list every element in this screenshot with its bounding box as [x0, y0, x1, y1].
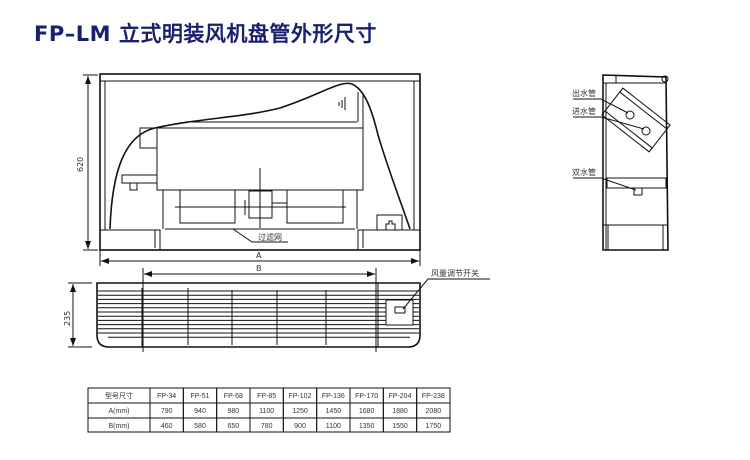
table-cell: A(mm)	[109, 408, 130, 415]
table-cell: 1880	[392, 408, 408, 415]
dimension-a-label: A	[256, 251, 262, 260]
table-header-cell: FP-170	[355, 393, 378, 400]
filter-label: 过滤网	[258, 232, 282, 242]
table-cell: 790	[161, 408, 173, 415]
front-view: 过滤网	[99, 73, 421, 251]
table-cell: 1550	[392, 423, 408, 430]
table-header-cell: 型号尺寸	[105, 391, 133, 400]
table-cell: 1680	[359, 408, 375, 415]
page-title: FP–LM 立式明装风机盘管外形尺寸	[34, 22, 377, 46]
dimension-lines: 620 A B 235	[63, 74, 421, 352]
air-volume-switch-label: 风量调节开关	[431, 268, 479, 278]
dimension-table: 型号尺寸 FP-34 FP-51 FP-68 FP-85 FP-102 FP-136 FP-1…	[87, 387, 451, 433]
table-cell: 650	[227, 423, 239, 430]
bottom-view: 风量调节开关	[96, 268, 490, 348]
table-cell: 1100	[259, 408, 274, 415]
table-cell: 780	[261, 423, 273, 430]
table-cell: 460	[161, 423, 173, 430]
table-header-cell: FP-85	[257, 393, 276, 400]
table-cell: 1450	[326, 408, 342, 415]
outlet-pipe-label: 出水管	[572, 88, 596, 98]
inlet-pipe-label: 进水管	[572, 106, 596, 116]
table-cell: 940	[194, 408, 206, 415]
table-cell: 2080	[426, 408, 442, 415]
table-cell: 580	[194, 423, 206, 430]
table-cell: 900	[294, 423, 306, 430]
table-header-cell: FP-102	[289, 393, 312, 400]
table-header-cell: FP-51	[190, 393, 209, 400]
table-header-cell: FP-34	[157, 393, 176, 400]
table-cell: 1750	[426, 423, 442, 430]
table-cell: 1250	[292, 408, 308, 415]
drain-pipe-label: 双水管	[572, 167, 596, 177]
table-cell: 1100	[326, 423, 341, 430]
table-header-cell: FP-136	[322, 393, 345, 400]
side-view: 出水管 进水管 双水管	[572, 74, 671, 251]
table-header-cell: FP-238	[422, 393, 445, 400]
table-header-cell: FP-68	[224, 393, 243, 400]
table-cell: B(mm)	[109, 423, 130, 430]
table-cell: 1350	[359, 423, 375, 430]
table-header-cell: FP-204	[389, 393, 412, 400]
table-cell-border	[416, 417, 451, 433]
depth-dimension: 235	[63, 311, 72, 326]
height-dimension: 620	[76, 157, 85, 172]
dimension-b-label: B	[256, 264, 262, 273]
table-cell: 980	[227, 408, 239, 415]
